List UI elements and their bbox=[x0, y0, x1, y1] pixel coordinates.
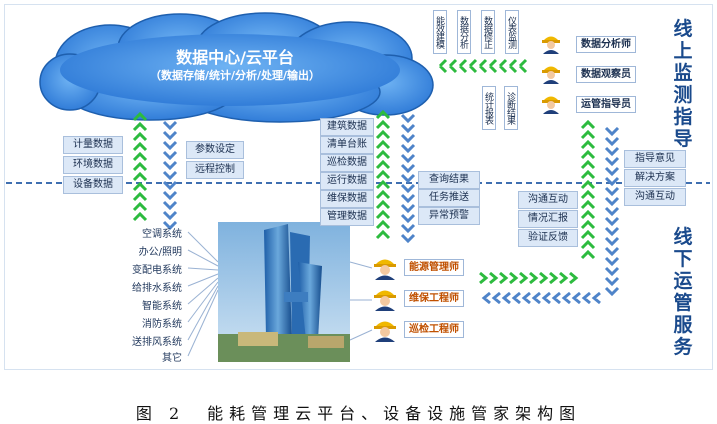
role-top-2: 运管指导员 bbox=[576, 96, 636, 113]
query-item-2: 异常预警 bbox=[418, 207, 480, 225]
middle-data-item-4: 维保数据 bbox=[320, 190, 374, 208]
query-item-1: 任务推送 bbox=[418, 189, 480, 207]
system-item-6: 送排风系统 bbox=[132, 337, 182, 348]
online-title: 线上监测指导 bbox=[673, 18, 693, 150]
system-item-7: 其它 bbox=[162, 353, 182, 364]
control-item-0: 参数设定 bbox=[186, 141, 244, 159]
feedback-item-0: 沟通互动 bbox=[518, 191, 578, 209]
cloud-title: 数据中心/云平台 bbox=[176, 48, 294, 67]
role-bottom-0: 能源管理师 bbox=[404, 259, 464, 276]
person-icon bbox=[374, 290, 396, 311]
middle-data-item-5: 管理数据 bbox=[320, 208, 374, 226]
role-bottom-2: 巡检工程师 bbox=[404, 321, 464, 338]
vertical-label-top-1: 数据分析 bbox=[457, 10, 471, 54]
left-data-item-1: 环境数据 bbox=[63, 156, 123, 174]
person-icon bbox=[542, 96, 560, 114]
flow-arrows bbox=[132, 58, 620, 357]
guidance-item-1: 解决方案 bbox=[624, 169, 686, 187]
cloud-shape bbox=[39, 12, 434, 123]
role-top-1: 数据观察员 bbox=[576, 66, 636, 83]
vertical-label-bottom-0: 统计报表 bbox=[482, 86, 496, 130]
vertical-label-top-0: 能效建模 bbox=[433, 10, 447, 54]
cloud-subtitle: （数据存储/统计/分析/处理/输出） bbox=[149, 69, 321, 82]
person-icon bbox=[374, 259, 396, 280]
guidance-item-2: 沟通互动 bbox=[624, 188, 686, 206]
middle-data-item-3: 运行数据 bbox=[320, 172, 374, 190]
query-item-0: 查询结果 bbox=[418, 171, 480, 189]
left-data-item-2: 设备数据 bbox=[63, 176, 123, 194]
role-bottom-1: 维保工程师 bbox=[404, 290, 464, 307]
system-item-3: 给排水系统 bbox=[132, 283, 182, 294]
middle-data-item-0: 建筑数据 bbox=[320, 118, 374, 136]
figure-caption: 图 2 能耗管理云平台、设备设施管家架构图 bbox=[135, 404, 582, 423]
vertical-label-top-3: 仪表监测 bbox=[505, 10, 519, 54]
vertical-label-top-2: 数据修正 bbox=[481, 10, 495, 54]
system-item-0: 空调系统 bbox=[142, 229, 182, 240]
feedback-item-1: 情况汇报 bbox=[518, 210, 578, 228]
middle-data-item-2: 巡检数据 bbox=[320, 154, 374, 172]
system-item-2: 变配电系统 bbox=[132, 265, 182, 276]
person-icon bbox=[374, 321, 396, 342]
feedback-item-2: 验证反馈 bbox=[518, 229, 578, 247]
person-icon bbox=[542, 36, 560, 54]
guidance-item-0: 指导意见 bbox=[624, 150, 686, 168]
system-item-1: 办公/照明 bbox=[138, 247, 182, 258]
vertical-label-bottom-1: 诊断结果 bbox=[504, 86, 518, 130]
control-item-1: 远程控制 bbox=[186, 161, 244, 179]
offline-title: 线下运管服务 bbox=[673, 226, 693, 358]
person-icon bbox=[542, 66, 560, 84]
system-item-4: 智能系统 bbox=[142, 301, 182, 312]
role-top-0: 数据分析师 bbox=[576, 36, 636, 53]
middle-data-item-1: 清单台账 bbox=[320, 136, 374, 154]
left-data-item-0: 计量数据 bbox=[63, 136, 123, 154]
system-item-5: 消防系统 bbox=[142, 319, 182, 330]
building-image bbox=[218, 222, 350, 362]
